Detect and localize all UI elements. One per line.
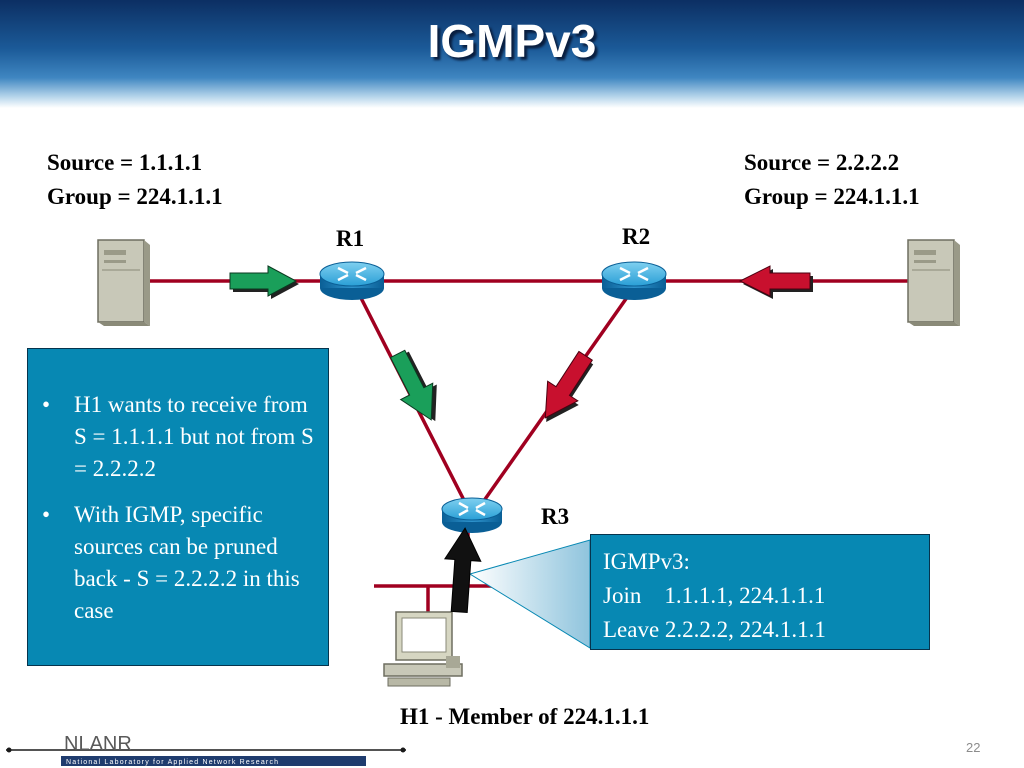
igmp-message-callout: IGMPv3: Join 1.1.1.1, 224.1.1.1 Leave 2.…: [590, 534, 930, 650]
explanation-box: H1 wants to receive from S = 1.1.1.1 but…: [27, 348, 329, 666]
host-h1-label: H1 - Member of 224.1.1.1: [400, 704, 650, 729]
server-icon: [97, 239, 150, 326]
callout-pointer: [468, 539, 591, 649]
bullet-item: H1 wants to receive from S = 1.1.1.1 but…: [42, 389, 324, 485]
router-r3-label: R3: [541, 504, 570, 529]
callout-join: Join 1.1.1.1, 224.1.1.1: [603, 583, 826, 608]
logo-lettering: NLANR: [64, 733, 132, 755]
source2-group: Group = 224.1.1.1: [744, 184, 920, 209]
callout-title: IGMPv3:: [603, 549, 690, 574]
bullet-item: With IGMP, specific sources can be prune…: [42, 499, 324, 627]
nlanr-logo: NLANR National Laboratory for Applied Ne…: [6, 733, 406, 766]
source2-address: Source = 2.2.2.2: [744, 150, 900, 175]
workstation-h1-icon: [383, 611, 463, 687]
slide-title: IGMPv3: [427, 15, 597, 67]
page-number: 22: [966, 740, 981, 755]
pruned-arrow-source2: [738, 265, 813, 299]
router-r1-icon: [319, 261, 385, 300]
server-icon: [907, 239, 960, 326]
router-r3-icon: [441, 497, 503, 533]
router-r1-label: R1: [336, 226, 365, 251]
pruned-arrow-r2-to-r3: [544, 350, 594, 423]
router-r2-icon: [601, 261, 667, 300]
source1-group: Group = 224.1.1.1: [47, 184, 223, 209]
callout-leave: Leave 2.2.2.2, 224.1.1.1: [603, 617, 826, 642]
router-r2-label: R2: [622, 224, 651, 249]
traffic-arrow-r1-to-r3: [389, 349, 437, 422]
logo-org-name: National Laboratory for Applied Network …: [66, 759, 279, 766]
bullet-list: H1 wants to receive from S = 1.1.1.1 but…: [42, 389, 324, 641]
source1-address: Source = 1.1.1.1: [47, 150, 203, 175]
title-banner: IGMPv3: [0, 0, 1024, 108]
igmp-report-arrow: [443, 527, 482, 613]
traffic-arrow-source1: [229, 265, 299, 299]
